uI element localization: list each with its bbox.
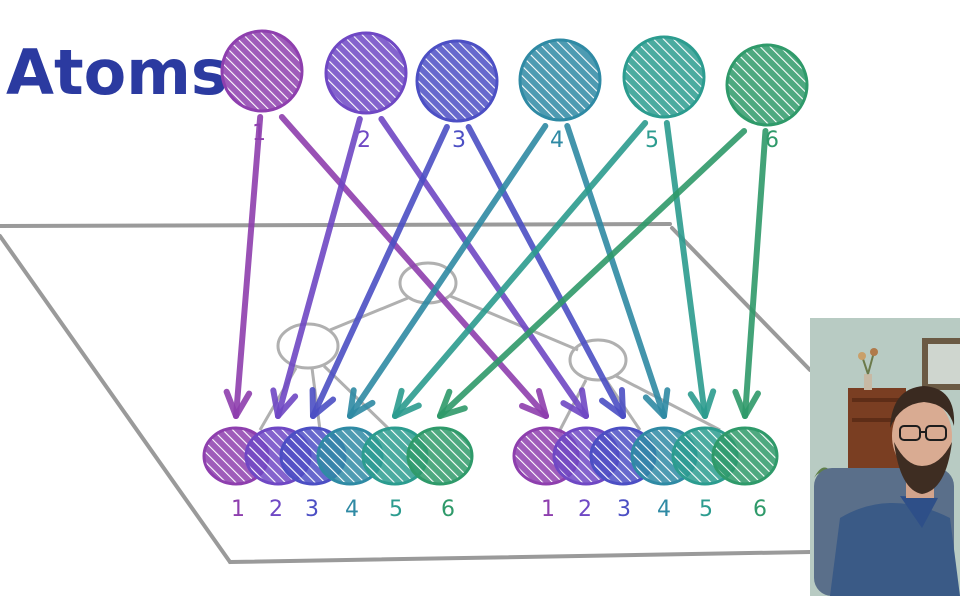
arrow-atom-4-to-group-2 <box>564 123 671 419</box>
arrow-atom-1-to-group-2 <box>278 114 549 419</box>
presenter-webcam <box>810 318 960 596</box>
group-1-label-1: 1 <box>231 497 245 522</box>
atom-6-circle <box>725 43 809 127</box>
arrow-atom-5-to-group-1 <box>392 120 649 419</box>
atom-1-circle <box>220 29 304 113</box>
atom-6-label: 6 <box>765 128 779 153</box>
group-1-label-2: 2 <box>269 497 283 522</box>
atom-3-circle <box>415 39 499 123</box>
group-2-label-1: 1 <box>541 497 555 522</box>
group-2-label-3: 3 <box>617 497 631 522</box>
arrow-atom-6-to-group-1 <box>437 128 748 419</box>
arrow-atom-4-to-group-1 <box>347 123 549 419</box>
group-2-label-4: 4 <box>657 497 671 522</box>
arrow-atom-1-to-group-1 <box>223 114 264 419</box>
atom-4-circle <box>518 38 602 122</box>
group-2-atom-6 <box>711 426 779 486</box>
diagram-title: Atoms <box>6 36 228 109</box>
arrow-atom-3-to-group-1 <box>309 124 450 419</box>
group-2-label-2: 2 <box>578 497 592 522</box>
atom-2-circle <box>324 31 408 115</box>
atom-3-label: 3 <box>452 128 466 153</box>
top-circles-layer <box>220 29 809 127</box>
atom-5-label: 5 <box>645 128 659 153</box>
arrows-layer <box>223 114 769 419</box>
group-1-label-3: 3 <box>305 497 319 522</box>
group-2-label-5: 5 <box>699 497 713 522</box>
group-1-label-5: 5 <box>389 497 403 522</box>
arrow-atom-3-to-group-2 <box>465 124 626 419</box>
atom-5-circle <box>622 35 706 119</box>
bottom-circles-layer <box>202 426 779 486</box>
group-1-label-6: 6 <box>441 497 455 522</box>
arrow-atom-5-to-group-2 <box>663 120 717 419</box>
atom-4-label: 4 <box>550 128 564 153</box>
atom-1-label: 1 <box>252 121 266 146</box>
arrow-atom-2-to-group-2 <box>378 116 589 419</box>
arrow-atom-6-to-group-2 <box>732 128 769 419</box>
atom-2-label: 2 <box>357 128 371 153</box>
group-1-label-4: 4 <box>345 497 359 522</box>
group-1-atom-6 <box>406 426 474 486</box>
arrow-atom-2-to-group-1 <box>270 116 363 419</box>
group-2-label-6: 6 <box>753 497 767 522</box>
